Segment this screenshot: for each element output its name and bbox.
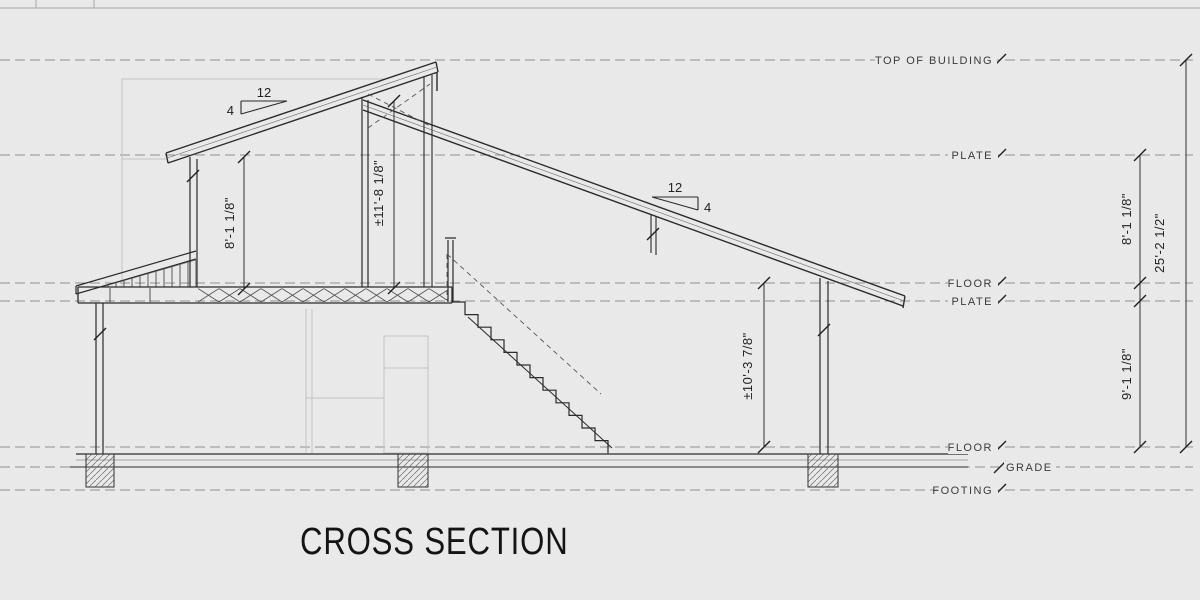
footing-left [85,453,115,488]
pitch-symbol-right: 12 4 [651,180,711,215]
dim-text-clerestory: ±11'-8 1/8" [371,160,386,226]
staircase [445,237,613,454]
datum-label-top-of-building: TOP OF BUILDING [875,55,993,67]
stair-railing-post [445,237,456,302]
clerestory-post [361,98,369,287]
left-lower-wall [95,303,104,454]
upper-floor-band [77,286,453,304]
datum-labels: TOP OF BUILDING PLATE FLOOR PLATE FLOOR … [875,54,1056,497]
stair-headroom-dashed [446,253,602,395]
datum-label-floor-upper: FLOOR [948,278,993,290]
roof-strut [650,214,657,255]
dim-text-right-lower: 9'-1 1/8" [1119,348,1134,400]
footing-center [397,453,429,488]
dim-text-right-upper: 8'-1 1/8" [1119,193,1134,245]
beyond-counter-lines [306,367,428,399]
stair-steps [452,301,609,454]
right-wall [819,278,829,454]
clerestory-window-dashed [367,83,431,129]
dim-text-floor-to-floor: ±10'-3 7/8" [740,332,755,399]
interior-dimensions [243,101,765,447]
background-elements [121,78,429,454]
sheet-border [0,0,1200,9]
datum-label-plate-upper: PLATE [951,150,993,162]
left-roof [165,61,439,164]
right-roof [362,99,906,309]
beyond-wall-lower [305,309,313,453]
datum-label-plate-lower: PLATE [951,296,993,308]
pitch-rise-right: 4 [704,200,711,215]
pitch-run-left: 12 [257,85,271,100]
pitch-rise-left: 4 [227,103,234,118]
dim-text-left-wall: 8'-1 1/8" [222,197,237,249]
datum-label-grade: GRADE [1006,462,1053,474]
joist-blocking [198,288,448,302]
beyond-wall-upper [121,78,384,287]
foundation [70,453,968,488]
pitch-symbol-left: 12 4 [227,85,288,118]
dimension-texts: 8'-1 1/8" ±11'-8 1/8" ±10'-3 7/8" 8'-1 1… [222,160,1167,400]
beyond-cabinet [383,335,429,454]
stair-wall-post [423,75,433,287]
datum-label-floor-lower: FLOOR [948,442,993,454]
drawing-title: CROSS SECTION [300,521,569,563]
footing-right [807,453,839,488]
datum-label-footing: FOOTING [932,485,993,497]
clerestory [361,75,433,287]
stair-stringer [467,316,613,449]
dim-text-overall: 25'-2 1/2" [1152,213,1167,273]
pitch-symbols: 12 4 12 4 [227,85,711,215]
pitch-run-right: 12 [668,180,682,195]
